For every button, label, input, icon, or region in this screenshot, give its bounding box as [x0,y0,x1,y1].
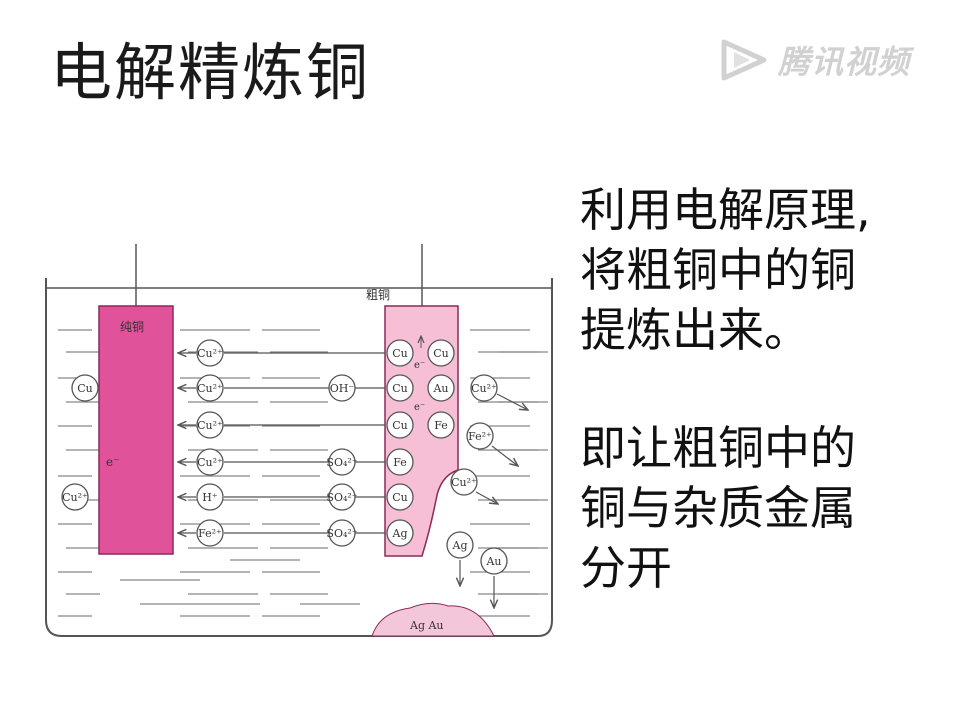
electron-label-anode-1: e⁻ [414,360,425,371]
right-solution-2-label: Cu²⁺ [451,476,477,489]
cation-2: Cu²⁺ [196,411,224,439]
anode-atom-left-2: Cu [386,411,414,439]
right-solution-1: Fe²⁺ [466,422,494,450]
anode-atom-left-2-label: Cu [392,419,408,432]
electrolytic-tank [45,278,553,637]
description-line: 铜与杂质金属 [580,481,856,535]
falling-metal-0: Ag [446,531,474,559]
anion-1-label: SO₄²⁻ [326,456,357,469]
cation-4-label: H⁺ [202,491,218,504]
description-line: 即让粗铜中的 [580,421,856,475]
ion-layer: Cu²⁺ Cu²⁺ Cu²⁺ Cu²⁺ H⁺ Fe²⁺ OH⁻ SO₄²⁻ SO₄²⁻ SO₄²⁻… [61,339,528,608]
anode-atom-left-5-label: Ag [392,527,408,540]
cation-5-label: Fe²⁺ [198,527,222,540]
play-triangle-icon [721,39,767,81]
anode-atom-right-0: Cu [427,339,455,367]
watermark-text: 腾讯视频 [778,43,911,81]
cation-1: Cu²⁺ [196,374,224,402]
anion-0: OH⁻ [328,374,356,402]
anode-atom-left-4-label: Cu [392,491,408,504]
anode-atom-left-1: Cu [386,374,414,402]
right-solution-0-label: Cu²⁺ [471,382,497,395]
anode-atom-left-3: Fe [386,448,414,476]
anode-atom-right-1-label: Au [432,382,448,395]
anode-slime [371,602,495,637]
anode-atom-left-1-label: Cu [392,382,408,395]
anion-1: SO₄²⁻ [326,448,358,476]
pure-copper-cathode [98,305,174,555]
anode-atom-left-0-label: Cu [392,347,408,360]
anion-0-label: OH⁻ [330,382,355,395]
anion-3-label: SO₄²⁻ [326,527,357,540]
electron-label-anode-2: e⁻ [414,402,425,413]
anode-atom-left-5: Ag [386,519,414,547]
page-title: 电解精炼铜 [50,36,371,109]
description-paragraph-1: 利用电解原理, 将粗铜中的铜 提炼出来。 [580,180,970,360]
cation-3: Cu²⁺ [196,448,224,476]
anode-atom-right-2: Fe [427,411,455,439]
anode-atom-right-1: Au [427,374,455,402]
cation-3-label: Cu²⁺ [197,456,223,469]
anode-atom-left-4: Cu [386,483,414,511]
left-solution-0-label: Cu [77,382,93,395]
anion-3: SO₄²⁻ [326,519,358,547]
right-solution-0: Cu²⁺ [470,374,498,402]
description-line: 分开 [580,541,672,595]
pure-copper-label: 纯铜 [120,319,144,334]
right-solution-arrow-1 [491,445,518,466]
cation-0-label: Cu²⁺ [197,347,223,360]
right-solution-arrow-0 [496,393,528,410]
description-paragraph-2: 即让粗铜中的 铜与杂质金属 分开 [580,418,970,598]
cation-2-label: Cu²⁺ [197,419,223,432]
cation-4: H⁺ [196,483,224,511]
anode-slime-label: Ag Au [409,619,444,632]
electron-label-cathode: e⁻ [106,455,119,469]
description-line: 将粗铜中的铜 [580,243,856,297]
anode-atom-left-3-label: Fe [393,456,407,469]
anode-atom-left-0: Cu [386,339,414,367]
left-solution-1: Cu²⁺ [61,483,89,511]
anion-2-label: SO₄²⁻ [326,491,357,504]
cation-5: Fe²⁺ [196,519,224,547]
falling-metal-0-label: Ag [452,539,468,552]
anode-atom-right-0-label: Cu [433,347,449,360]
watermark: 腾讯视频 [718,36,910,84]
right-solution-1-label: Fe²⁺ [468,430,492,443]
falling-metal-1-label: Au [485,555,501,568]
cation-1-label: Cu²⁺ [197,382,223,395]
description-line: 提炼出来。 [580,303,810,357]
cation-0: Cu²⁺ [196,339,224,367]
right-solution-arrow-2 [475,491,498,504]
anion-2: SO₄²⁻ [326,483,358,511]
anode-atom-right-2-label: Fe [434,419,448,432]
description-line: 利用电解原理, [580,183,871,237]
left-solution-1-label: Cu²⁺ [62,491,88,504]
crude-copper-label: 粗铜 [366,287,390,302]
right-solution-2: Cu²⁺ [450,468,478,496]
left-solution-0: Cu [71,374,99,402]
falling-metal-1: Au [480,547,508,575]
